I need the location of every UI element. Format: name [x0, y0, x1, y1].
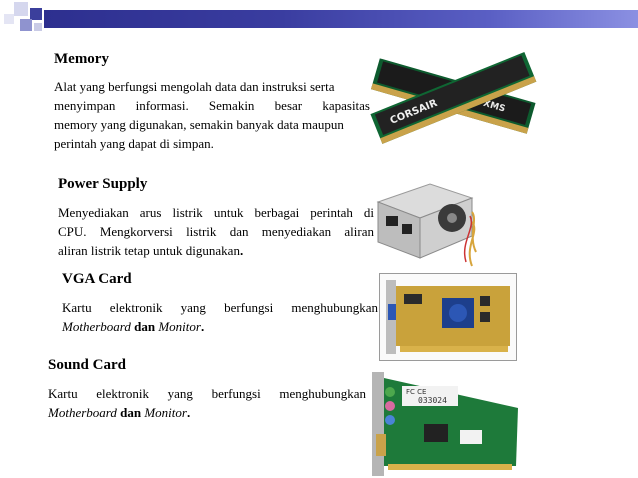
power-supply-image — [372, 176, 482, 270]
sound-card-description: Kartu elektronik yang berfungsi menghubu… — [48, 384, 366, 422]
vga-card-illustration — [386, 280, 510, 354]
sound-label: FC CE — [406, 388, 426, 396]
sound-label: 033024 — [418, 396, 447, 405]
text-line: Motherboard dan Monitor. — [62, 317, 378, 336]
vga-fan — [449, 304, 467, 322]
corner-square — [4, 14, 14, 24]
vga-card-description: Kartu elektronik yang berfungsi menghubu… — [62, 298, 378, 336]
corner-square — [20, 19, 32, 31]
text-line: Menyediakan arus listrik untuk berbagai … — [58, 205, 374, 220]
term-conjunction: dan — [120, 405, 142, 420]
text-line: Kartu elektronik yang berfungsi menghubu… — [62, 300, 378, 315]
text-line-end: . — [200, 319, 205, 334]
text-line-end: . — [186, 405, 191, 420]
corner-square — [14, 2, 28, 16]
sound-card-heading: Sound Card — [48, 357, 126, 373]
power-supply-heading: Power Supply — [58, 176, 148, 192]
term-motherboard: Motherboard — [48, 405, 117, 420]
corner-square — [30, 8, 42, 20]
text-line-content: aliran listrik tetap untuk digunakan — [58, 243, 240, 258]
psu-fan-hub — [447, 213, 457, 223]
ram-stick-contacts — [380, 76, 537, 144]
psu-socket — [402, 224, 412, 234]
text-line: aliran listrik tetap untuk digunakan. — [58, 241, 374, 260]
sound-card-image: FC CE 033024 — [368, 368, 522, 478]
term-monitor: Monitor — [144, 405, 187, 420]
ram-stick-heatspreader — [374, 55, 530, 135]
psu-cables — [468, 211, 477, 267]
text-line: Motherboard dan Monitor. — [48, 403, 366, 422]
sound-sticker — [460, 430, 482, 444]
power-supply-illustration — [376, 183, 477, 267]
text-line: perintah yang dapat di simpan. — [54, 136, 214, 151]
term-motherboard: Motherboard — [62, 319, 131, 334]
vga-card-heading: VGA Card — [62, 271, 132, 287]
game-port — [376, 434, 386, 456]
text-line: Alat yang berfungsi mengolah data dan in… — [54, 79, 335, 94]
header-bar — [44, 10, 638, 28]
term-monitor: Monitor — [158, 319, 201, 334]
memory-heading: Memory — [54, 51, 109, 67]
sound-chip — [424, 424, 448, 442]
power-supply-description: Menyediakan arus listrik untuk berbagai … — [58, 203, 374, 260]
text-line: menyimpan informasi. Semakin besar kapas… — [54, 98, 370, 113]
psu-socket — [386, 216, 398, 226]
vga-contacts — [400, 346, 508, 352]
sound-contacts — [388, 464, 512, 470]
audio-jack — [385, 401, 395, 411]
memory-description: Alat yang berfungsi mengolah data dan in… — [54, 77, 370, 153]
audio-jack — [385, 387, 395, 397]
term-conjunction: dan — [134, 319, 156, 334]
psu-cables — [463, 215, 473, 263]
text-line: memory yang digunakan, semakin banyak da… — [54, 117, 344, 132]
vga-card-image — [379, 273, 517, 361]
vga-chip — [480, 296, 490, 306]
memory-illustration: XMS CORSAIR — [370, 51, 537, 144]
vga-port — [388, 304, 396, 320]
sound-label-sticker — [402, 386, 458, 406]
text-line: Kartu elektronik yang berfungsi menghubu… — [48, 386, 366, 401]
audio-jack — [385, 415, 395, 425]
memory-image: XMS CORSAIR — [364, 48, 542, 146]
vga-chip — [480, 312, 490, 322]
vga-chip — [404, 294, 422, 304]
corner-square — [34, 23, 42, 31]
sound-card-illustration: FC CE 033024 — [372, 372, 518, 476]
text-line-end: . — [239, 243, 244, 258]
text-line: CPU. Mengkorversi listrik dan menyediaka… — [58, 224, 374, 239]
sound-bracket — [372, 372, 384, 476]
